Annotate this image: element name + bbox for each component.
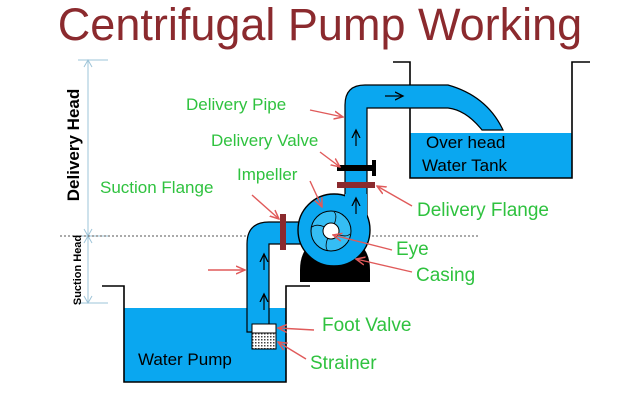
tank-label-line1: Over head [426, 133, 505, 152]
foot-valve [251, 323, 277, 334]
suction-flange [280, 214, 286, 250]
overhead-tank [393, 61, 590, 179]
sump-label: Water Pump [138, 350, 232, 369]
delivery-flange [337, 182, 375, 188]
diagram-title: Centrifugal Pump Working [58, 0, 582, 50]
eye-label: Eye [396, 239, 429, 260]
delivery-flange-label: Delivery Flange [417, 200, 549, 221]
impeller-label: Impeller [237, 165, 298, 184]
label-leaders [208, 109, 413, 360]
suction-flange-label: Suction Flange [100, 178, 213, 197]
flow-arrows [264, 96, 403, 310]
pump-body [297, 193, 371, 282]
tank-label-line2: Water Tank [422, 156, 508, 175]
strainer-label: Strainer [310, 353, 377, 374]
delivery-valve [337, 160, 376, 176]
foot-valve-label: Foot Valve [322, 315, 411, 336]
delivery-head-label: Delivery Head [64, 89, 83, 201]
strainer [251, 332, 277, 350]
delivery-pipe-label: Delivery Pipe [186, 95, 286, 114]
suction-head-label: Suction Head [72, 235, 84, 305]
casing-label: Casing [416, 265, 475, 286]
delivery-valve-label: Delivery Valve [211, 131, 318, 150]
